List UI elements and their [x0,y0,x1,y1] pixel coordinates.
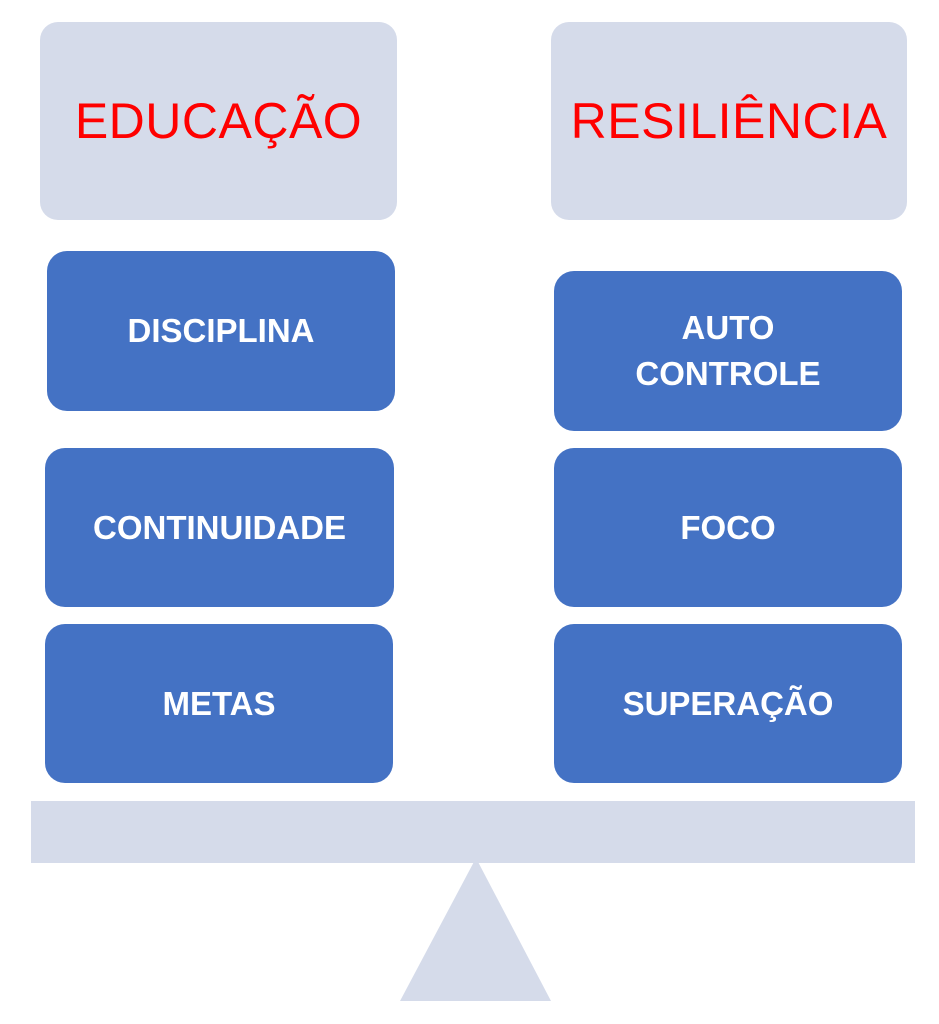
box-continuidade-label: CONTINUIDADE [93,508,346,546]
box-metas: METAS [45,624,393,783]
fulcrum-triangle [400,858,551,1001]
box-metas-label: METAS [162,684,276,722]
box-auto-controle-text: AUTO CONTROLE [635,305,820,397]
box-superacao: SUPERAÇÃO [554,624,902,783]
box-superacao-label: SUPERAÇÃO [622,684,834,722]
header-educacao: EDUCAÇÃO [40,22,397,220]
header-resiliencia-label: RESILIÊNCIA [570,93,888,149]
box-continuidade: CONTINUIDADE [45,448,394,607]
fulcrum-shape [400,858,551,1001]
box-disciplina: DISCIPLINA [47,251,395,411]
header-resiliencia: RESILIÊNCIA [551,22,907,220]
box-foco: FOCO [554,448,902,607]
balance-beam [31,801,915,863]
box-auto-controle-line-2: CONTROLE [635,355,821,392]
box-foco-label: FOCO [680,508,776,546]
box-auto-controle: AUTO CONTROLE [554,271,902,431]
box-auto-controle-line-1: AUTO [681,309,775,346]
box-disciplina-label: DISCIPLINA [127,312,315,349]
header-educacao-label: EDUCAÇÃO [74,93,363,149]
